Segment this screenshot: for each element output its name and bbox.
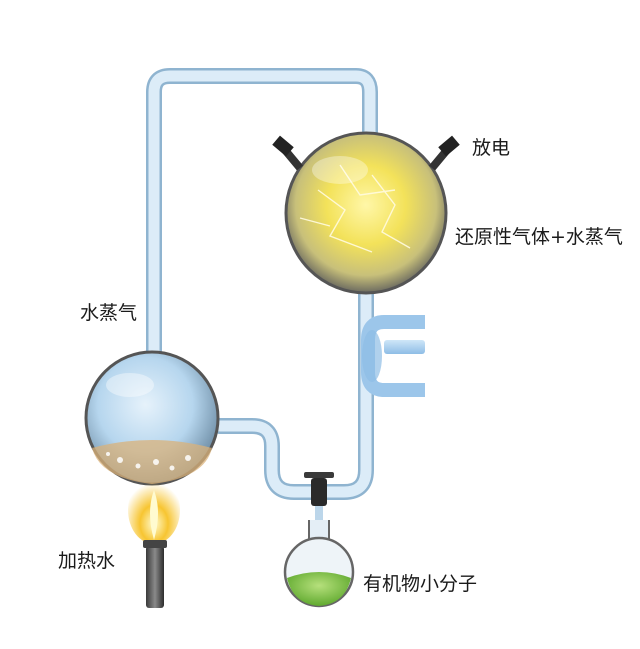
label-water-vapor: 水蒸气 [80,302,138,324]
spark-chamber-flask [284,131,448,295]
stopcock-valve [304,472,334,520]
label-organic-molecules: 有机物小分子 [363,573,478,595]
bunsen-burner [143,540,167,608]
electrode-left [272,135,304,171]
label-heating-water: 加热水 [58,550,116,572]
electrode-right [428,135,460,171]
condenser [361,315,425,397]
label-reducing-gases: 还原性气体+水蒸气 [455,226,623,248]
boiling-flask [84,350,220,486]
collection-flask [283,520,355,608]
burner-flame [128,476,180,544]
glass-tubing [146,68,378,500]
label-discharge: 放电 [472,137,511,159]
